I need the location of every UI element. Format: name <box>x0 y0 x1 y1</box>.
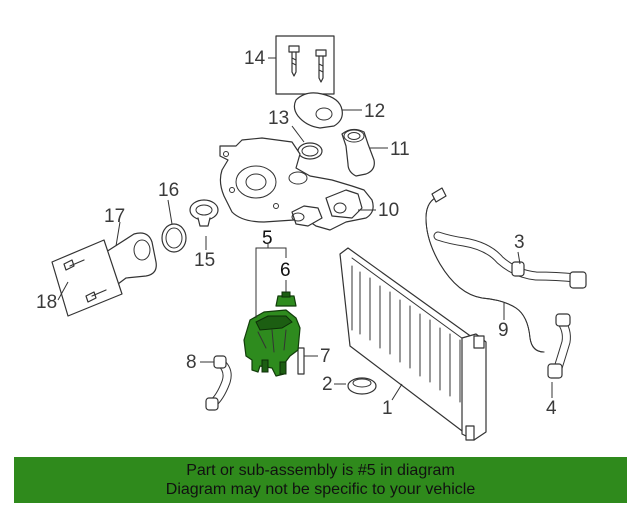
callout-6: 6 <box>280 260 291 281</box>
water-pump-assembly-10 <box>219 137 374 231</box>
callout-2: 2 <box>322 374 333 395</box>
bracket-7 <box>297 347 305 375</box>
callout-12: 12 <box>364 101 385 122</box>
callout-11: 11 <box>390 139 410 160</box>
o-ring-16 <box>161 223 187 253</box>
callout-7: 7 <box>320 346 331 367</box>
info-banner: Part or sub-assembly is #5 in diagram Di… <box>14 457 627 503</box>
callout-9: 9 <box>498 320 509 341</box>
banner-line-2: Diagram may not be specific to your vehi… <box>165 481 476 498</box>
bolt-set-18 <box>51 239 123 317</box>
overflow-hose-9 <box>425 187 545 353</box>
bolt-set-14 <box>275 35 335 95</box>
radiator-1 <box>339 247 487 441</box>
lower-hose-4 <box>547 313 571 379</box>
gasket-13 <box>297 142 323 160</box>
outlet-pipe-11 <box>341 128 375 177</box>
reservoir-cap-6[interactable] <box>275 291 297 307</box>
callout-17: 17 <box>104 206 125 227</box>
leader-lines <box>57 57 553 401</box>
callout-5: 5 <box>262 228 273 249</box>
callout-18: 18 <box>36 292 57 313</box>
hose-8 <box>205 355 232 411</box>
radiator-cap-2 <box>347 377 377 395</box>
callout-15: 15 <box>194 250 215 271</box>
callout-1: 1 <box>382 398 393 419</box>
callout-10: 10 <box>378 200 399 221</box>
callout-14: 14 <box>244 48 266 69</box>
banner-line-1: Part or sub-assembly is #5 in diagram <box>186 462 455 479</box>
callout-4: 4 <box>546 398 557 419</box>
coolant-reservoir-5[interactable] <box>243 309 301 377</box>
callout-8: 8 <box>186 352 197 373</box>
callouts: 14 12 13 11 10 16 17 15 18 5 6 7 8 2 1 3… <box>36 48 557 419</box>
callout-3: 3 <box>514 232 525 253</box>
callout-13: 13 <box>268 108 289 129</box>
callout-16: 16 <box>158 180 179 201</box>
thermostat-15 <box>189 199 219 227</box>
upper-hose-3 <box>433 231 587 289</box>
housing-cover-12 <box>293 92 343 129</box>
